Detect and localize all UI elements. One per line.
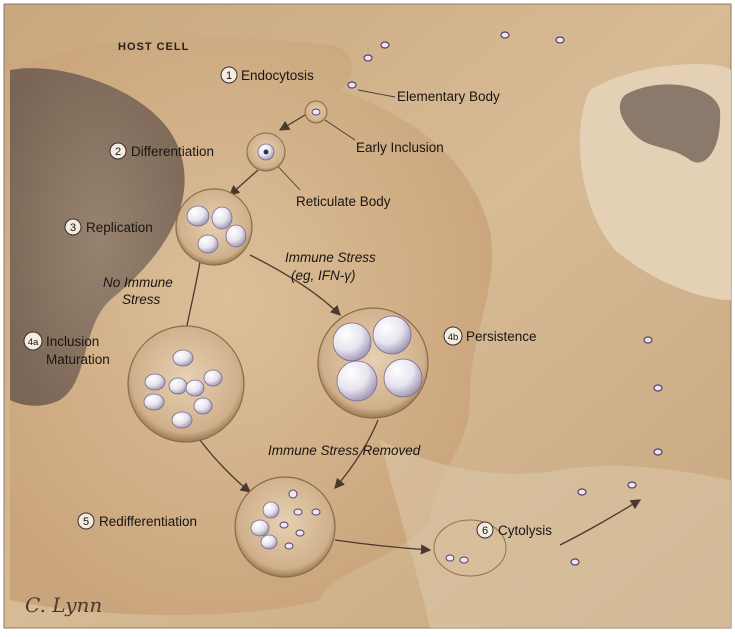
immune-stress-line1: Immune Stress <box>285 250 376 265</box>
immune-stress-line2: (eg, IFN-γ) <box>291 268 356 283</box>
step-6-number: 6 <box>482 525 488 537</box>
step-1-label: Endocytosis <box>241 68 314 83</box>
step-5-number: 5 <box>83 516 89 528</box>
step-4b-number: 4b <box>448 332 459 343</box>
step-6-label: Cytolysis <box>498 523 552 538</box>
persistence-inclusion <box>318 308 428 418</box>
step-3-label: Replication <box>86 220 153 235</box>
step-4a-number: 4a <box>28 337 39 348</box>
maturation-inclusion <box>128 326 244 442</box>
step-4a-label-line2: Maturation <box>46 352 110 367</box>
host-cell-label: HOST CELL <box>118 41 189 53</box>
step-4b-label: Persistence <box>466 329 537 344</box>
step-4a-label-line1: Inclusion <box>46 334 99 349</box>
redifferentiation-inclusion <box>235 477 335 577</box>
no-immune-stress-line1: No Immune <box>103 275 173 290</box>
reticulate-body-label: Reticulate Body <box>296 194 391 209</box>
early-inclusion-label: Early Inclusion <box>356 140 444 155</box>
step-1-endocytosis: 1 Endocytosis <box>221 67 314 83</box>
differentiation-vacuole <box>247 133 285 171</box>
early-inclusion-vacuole <box>305 101 327 123</box>
step-4b-persistence: 4b Persistence <box>444 327 537 345</box>
step-3-replication: 3 Replication <box>65 219 153 235</box>
step-3-number: 3 <box>70 222 76 234</box>
elementary-body-label: Elementary Body <box>397 89 500 104</box>
no-immune-stress-line2: Stress <box>122 292 161 307</box>
step-6-cytolysis: 6 Cytolysis <box>477 522 552 538</box>
step-5-label: Redifferentiation <box>99 514 197 529</box>
step-2-number: 2 <box>115 146 121 158</box>
cytolysis-vacuole <box>434 520 506 576</box>
step-1-number: 1 <box>226 70 232 82</box>
artist-signature: C. Lynn <box>25 593 102 617</box>
step-2-label: Differentiation <box>131 144 214 159</box>
immune-stress-removed-label: Immune Stress Removed <box>268 443 421 458</box>
replication-inclusion <box>176 189 252 265</box>
